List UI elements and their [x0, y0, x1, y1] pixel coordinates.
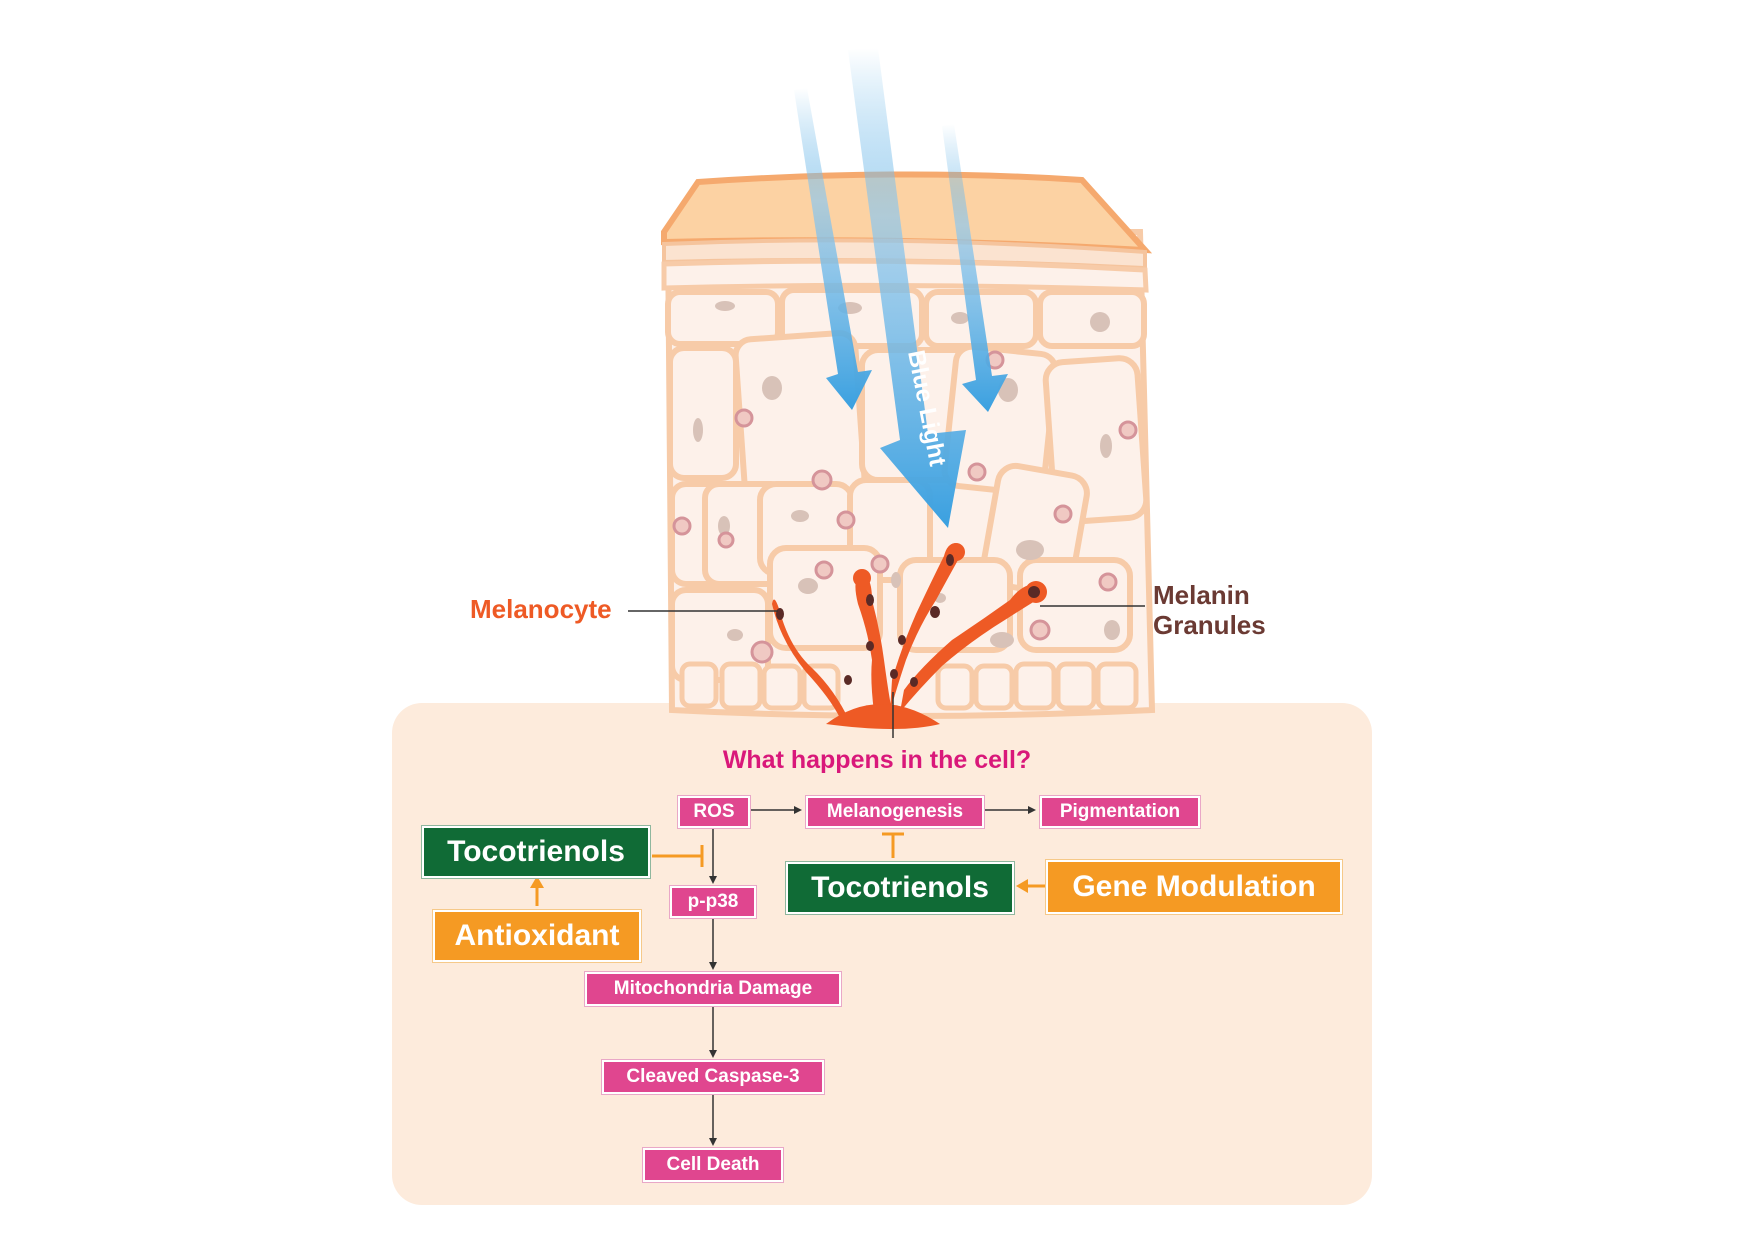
- melanin-granules-line2: Granules: [1153, 610, 1266, 640]
- ros-box: ROS: [678, 796, 750, 828]
- pp38-box: p-p38: [670, 886, 756, 918]
- blue-light-beams: [794, 48, 1008, 528]
- melanocyte-label: Melanocyte: [470, 594, 612, 624]
- cell-death-box: Cell Death: [643, 1148, 783, 1182]
- blue-light-arrow-center: [848, 48, 966, 528]
- melanogenesis-box: Melanogenesis: [806, 796, 984, 828]
- blue-light-arrow-right: [942, 124, 1008, 412]
- mitochondria-damage-box: Mitochondria Damage: [585, 972, 841, 1006]
- tocotrienols-left-box: Tocotrienols: [422, 826, 650, 878]
- gene-modulation-box: Gene Modulation: [1046, 860, 1342, 914]
- melanin-granules-line1: Melanin: [1153, 580, 1250, 610]
- melanin-granules-label: Melanin Granules: [1153, 580, 1266, 640]
- blue-light-arrow-left: [794, 88, 872, 410]
- antioxidant-box: Antioxidant: [433, 910, 641, 962]
- tocotrienols-right-box: Tocotrienols: [786, 862, 1014, 914]
- question-heading: What happens in the cell?: [722, 746, 1032, 774]
- cleaved-caspase-box: Cleaved Caspase-3: [602, 1060, 824, 1094]
- stratum-corneum: [661, 171, 1153, 254]
- pigmentation-box: Pigmentation: [1040, 796, 1200, 828]
- melanocyte: [772, 543, 1047, 729]
